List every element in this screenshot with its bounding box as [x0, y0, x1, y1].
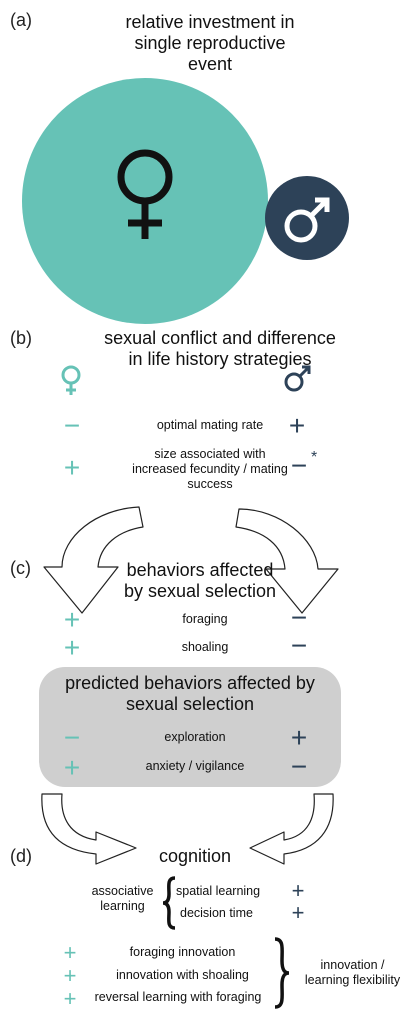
panel-a-title: relative investment in single reproducti… — [125, 12, 295, 74]
foraging-label: foraging — [182, 612, 228, 626]
decision-time-label: decision time — [180, 906, 253, 920]
panel-b-sex-symbols — [61, 365, 311, 395]
male-sign-foraging: − — [290, 602, 308, 633]
shoaling-label: shoaling — [181, 640, 229, 654]
reversal-learning-label: reversal learning with foraging — [94, 990, 262, 1004]
male-sign-anxiety: − — [290, 751, 308, 782]
optimal-mating-rate-label: optimal mating rate — [156, 418, 264, 432]
left-brace-icon — [162, 876, 176, 930]
female-sign-exploration: − — [63, 722, 81, 753]
female-symbol-icon — [61, 365, 81, 395]
innovation-flexibility-label: innovation / learning flexibility — [304, 958, 401, 987]
spatial-learning-label: spatial learning — [176, 884, 261, 898]
panel-c-title: behaviors affected by sexual selection — [123, 560, 277, 601]
arrows-c-to-d — [41, 793, 334, 865]
female-sign-foraging-innovation: + — [63, 940, 77, 965]
female-sign-mating-rate: − — [63, 410, 81, 441]
panel-b-label: (b) — [10, 328, 32, 348]
cognition-title: cognition — [158, 846, 232, 866]
associative-learning-label: associative learning — [91, 884, 154, 913]
male-sign-size-fecundity: − — [290, 450, 308, 481]
foraging-innovation-label: foraging innovation — [129, 945, 236, 959]
investment-circles — [22, 78, 349, 324]
panel-c-label: (c) — [10, 558, 31, 578]
right-brace-icon — [274, 937, 290, 1009]
panel-d-label: (d) — [10, 846, 32, 866]
innovation-shoaling-label: innovation with shoaling — [116, 968, 249, 982]
female-sign-innovation-shoaling: + — [63, 963, 77, 988]
curved-arrow-right-lower — [249, 793, 334, 865]
male-sign-decision-time: + — [291, 900, 305, 925]
arrows-b-to-c — [43, 506, 339, 614]
predicted-behaviors-title: predicted behaviors affected by sexual s… — [65, 673, 315, 714]
curved-arrow-left — [43, 506, 144, 614]
female-sign-anxiety: + — [63, 752, 81, 783]
asterisk-note: * — [311, 449, 318, 466]
male-investment-circle — [265, 176, 349, 260]
exploration-label: exploration — [164, 730, 226, 744]
male-sign-shoaling: − — [290, 630, 308, 661]
female-symbol-icon — [117, 149, 173, 239]
panel-b-title: sexual conflict and difference in life h… — [104, 328, 336, 369]
anxiety-vigilance-label: anxiety / vigilance — [145, 759, 245, 773]
male-symbol-icon — [284, 365, 311, 392]
female-sign-foraging: + — [63, 604, 81, 635]
male-sign-spatial-learning: + — [291, 878, 305, 903]
panel-a-label: (a) — [10, 10, 32, 30]
male-sign-exploration: + — [290, 722, 308, 753]
curved-arrow-left-lower — [41, 793, 137, 865]
curved-arrow-right — [235, 508, 339, 614]
male-sign-mating-rate: + — [288, 410, 306, 441]
female-sign-reversal-learning: + — [63, 986, 77, 1011]
predicted-behaviors-box — [39, 667, 341, 787]
size-fecundity-label: size associated with increased fecundity… — [132, 447, 288, 491]
female-sign-shoaling: + — [63, 632, 81, 663]
female-sign-size-fecundity: + — [63, 452, 81, 483]
male-symbol-icon — [284, 197, 330, 243]
